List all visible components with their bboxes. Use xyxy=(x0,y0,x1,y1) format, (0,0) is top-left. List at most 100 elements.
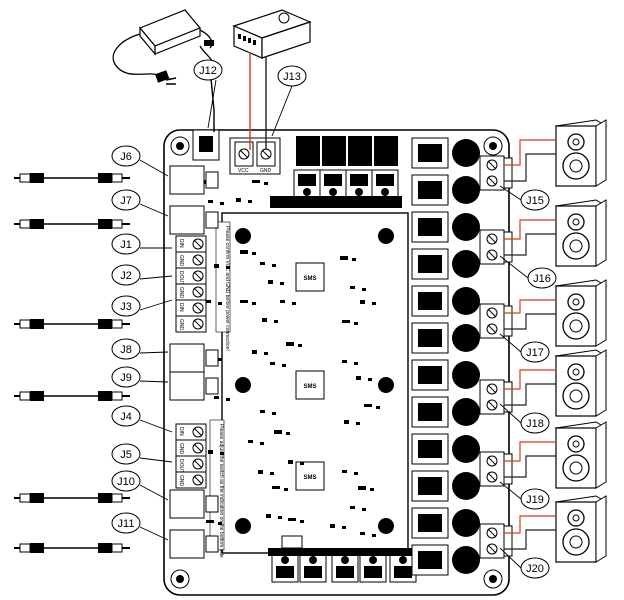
speaker-wire-black xyxy=(504,233,556,256)
leader-line xyxy=(139,159,169,177)
connector-label-j9: J9 xyxy=(111,366,141,388)
top-transistor-row xyxy=(270,136,402,208)
amp-ic-2: SMS xyxy=(295,370,325,400)
connector-label-j11: J11 xyxy=(111,512,141,534)
connector-label-j18: J18 xyxy=(520,412,550,434)
leader-line xyxy=(207,79,217,129)
connector-label-text: J20 xyxy=(526,563,544,575)
connector-label-text: J2 xyxy=(120,270,132,282)
svg-text:VCC: VCC xyxy=(238,168,249,174)
leader-line xyxy=(139,203,169,217)
speaker-icon xyxy=(554,495,608,563)
speaker-icon xyxy=(554,421,608,489)
amp-ic-1: SMS xyxy=(295,262,325,292)
connector-label-text: J13 xyxy=(283,71,301,83)
3.5mm-audio-cable-icon xyxy=(14,391,130,401)
connector-label-j4: J4 xyxy=(111,405,141,427)
callout-leaders xyxy=(139,79,529,569)
power-terminal-j13: VCC GND xyxy=(229,137,281,175)
terminal-pin-label: DIN xyxy=(178,303,184,312)
connector-label-j16: J16 xyxy=(527,267,557,289)
terminal-pin-label: DOUT xyxy=(178,271,184,285)
leader-line xyxy=(139,351,169,354)
svg-text:Please adjust the switch as th: Please adjust the switch as the indicati… xyxy=(218,424,224,558)
svg-text:Please confirm VCC and GND bef: Please confirm VCC and GND before power … xyxy=(224,226,230,351)
svg-text:SMS: SMS xyxy=(303,276,316,282)
speaker-terminal xyxy=(479,451,513,487)
leader-line xyxy=(499,185,522,201)
connector-label-text: J1 xyxy=(120,239,132,251)
speaker-wire-black xyxy=(504,383,556,406)
audio-jack xyxy=(169,371,219,401)
speaker-icon xyxy=(554,349,608,417)
terminal-pin-label: GND xyxy=(178,255,184,267)
leader-line xyxy=(139,299,173,311)
mounting-holes xyxy=(170,136,503,589)
speaker-wire-black xyxy=(504,529,556,550)
speaker-terminals xyxy=(479,155,513,559)
audio-cables xyxy=(14,173,130,553)
smd-components xyxy=(200,180,380,537)
connector-label-j8: J8 xyxy=(111,338,141,360)
connector-label-text: J3 xyxy=(120,301,132,313)
heatsink-screws xyxy=(235,228,394,534)
speaker-wire-red xyxy=(504,515,556,534)
speaker-wire-red xyxy=(504,139,556,166)
speaker-terminal xyxy=(479,229,513,265)
3.5mm-audio-cable-icon xyxy=(14,493,130,503)
power-warning-label: Please confirm VCC and GND before power … xyxy=(215,221,231,351)
connector-label-text: J17 xyxy=(526,347,544,359)
speaker-wire-black xyxy=(504,455,556,478)
3.5mm-audio-cable-icon xyxy=(14,219,130,229)
speaker-wire-red xyxy=(504,299,556,314)
screw-terminal-block: DIN GND DOUT GND DIN GND xyxy=(175,235,207,333)
leader-line xyxy=(271,85,293,137)
dc-plug-cable xyxy=(209,67,215,132)
connector-label-text: J9 xyxy=(120,372,132,384)
terminal-pin-label: GND xyxy=(178,319,184,331)
connector-label-text: J19 xyxy=(526,494,544,506)
audio-jack xyxy=(169,489,219,519)
terminal-pin-label: DOUT xyxy=(178,459,184,473)
power-wires xyxy=(209,52,267,150)
connector-label-j7: J7 xyxy=(111,189,141,211)
speaker-terminal xyxy=(479,379,513,415)
screw-terminal-block: GND xyxy=(175,471,207,489)
connector-label-text: J16 xyxy=(533,273,551,285)
connector-label-text: J5 xyxy=(120,449,132,461)
speaker-wire-red xyxy=(504,219,556,240)
terminal-pin-label: GND xyxy=(178,287,184,299)
connector-label-j5: J5 xyxy=(111,443,141,465)
speaker-wires xyxy=(504,139,556,550)
leader-line xyxy=(139,380,169,383)
audio-jack xyxy=(169,343,219,373)
connector-label-text: J12 xyxy=(199,65,217,77)
dc-jack-j12-socket xyxy=(192,129,220,161)
leader-line xyxy=(139,484,169,501)
leader-line xyxy=(139,275,173,280)
terminal-pin-label: DIN xyxy=(178,239,184,248)
connector-label-j17: J17 xyxy=(520,341,550,363)
3.5mm-audio-cable-icon xyxy=(14,173,130,183)
leader-line xyxy=(139,457,173,463)
connector-label-j15: J15 xyxy=(520,189,550,211)
connector-label-j3: J3 xyxy=(111,295,141,317)
svg-text:GND: GND xyxy=(260,168,272,174)
connector-label-text: J10 xyxy=(117,476,135,488)
connector-label-j6: J6 xyxy=(111,145,141,167)
amp-ic-3: SMS xyxy=(295,461,325,491)
3.5mm-audio-cable-icon xyxy=(14,319,130,329)
speaker-icon xyxy=(554,199,608,267)
leader-line xyxy=(499,403,522,424)
connector-label-j2: J2 xyxy=(111,264,141,286)
connector-label-text: J15 xyxy=(526,195,544,207)
connector-label-text: J11 xyxy=(118,518,135,530)
speaker-terminal xyxy=(479,155,513,191)
speaker-icon xyxy=(554,119,608,187)
speaker-terminal xyxy=(479,303,513,339)
terminal-pin-label: GND xyxy=(178,443,184,455)
speaker-wire-black xyxy=(504,153,556,182)
